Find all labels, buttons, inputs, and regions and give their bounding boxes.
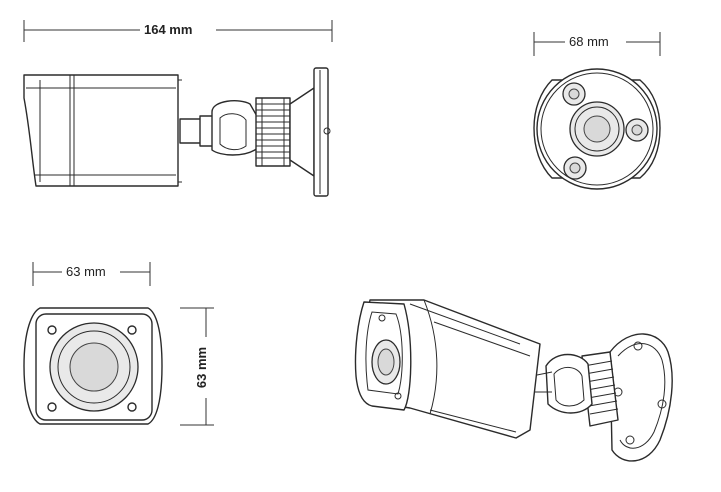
- side-arm: [179, 118, 203, 144]
- dim-label-length: 164 mm: [141, 22, 196, 37]
- rear-view: [533, 32, 661, 190]
- side-body: [23, 74, 179, 187]
- dim-label-front-height: 63 mm: [194, 343, 210, 392]
- side-view: [23, 20, 333, 197]
- front-view: [23, 262, 214, 426]
- front-screw: [47, 402, 57, 412]
- side-mount-plate: [313, 67, 329, 197]
- side-nut: [255, 97, 291, 167]
- iso-ball-joint: [545, 353, 593, 414]
- side-ball-joint: [211, 100, 259, 156]
- dim-label-front-width: 63 mm: [63, 264, 109, 279]
- front-screw: [127, 325, 137, 335]
- iso-mount-plate: [609, 333, 673, 462]
- dim-label-rear-width: 68 mm: [566, 34, 612, 49]
- isometric-view: [354, 299, 673, 462]
- front-screw: [127, 402, 137, 412]
- front-lens: [69, 342, 119, 392]
- front-screw: [47, 325, 57, 335]
- side-mount-cone: [289, 87, 315, 177]
